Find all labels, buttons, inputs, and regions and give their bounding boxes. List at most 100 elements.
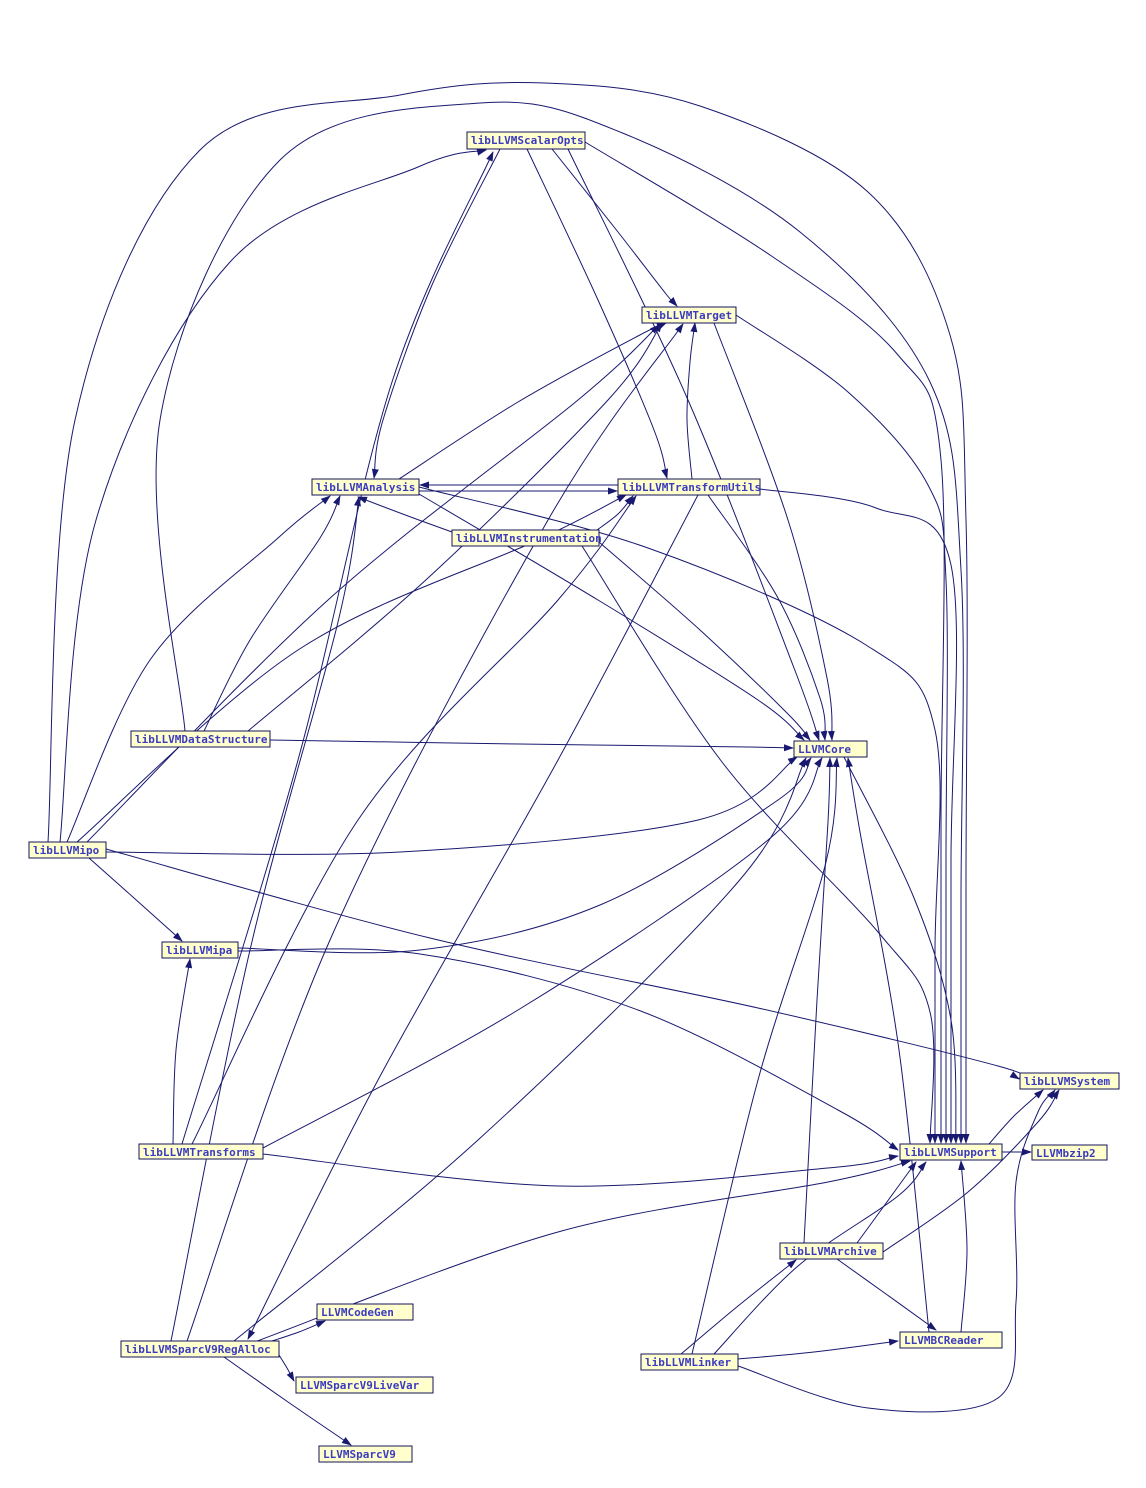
- graph-node-datastructure[interactable]: libLLVMDataStructure: [130, 730, 271, 748]
- edge-support-system: [988, 1089, 1044, 1145]
- graph-node-codegen[interactable]: LLVMCodeGen: [316, 1303, 414, 1321]
- edge-transforms-transformutils: [191, 495, 637, 1145]
- edge-layer: [47, 81, 1060, 1446]
- edge-ipo-target: [86, 324, 660, 843]
- graph-node-label-ipo: libLLVMipo: [33, 844, 100, 857]
- graph-node-label-regalloc: libLLVMSparcV9RegAlloc: [125, 1343, 271, 1356]
- graph-node-label-analysis: libLLVMAnalysis: [316, 481, 415, 494]
- graph-node-sparcv9[interactable]: LLVMSparcV9: [318, 1445, 413, 1463]
- graph-node-label-archive: libLLVMArchive: [784, 1245, 877, 1258]
- graph-node-label-ipa: libLLVMipa: [166, 944, 232, 957]
- graph-node-box-regalloc[interactable]: [120, 1340, 280, 1358]
- graph-node-label-transforms: libLLVMTransforms: [143, 1146, 256, 1159]
- graph-node-box-transformutils[interactable]: [617, 478, 761, 496]
- graph-node-box-analysis[interactable]: [311, 478, 420, 496]
- edge-target-core: [713, 322, 835, 741]
- edge-scalaropts-target: [551, 148, 678, 307]
- graph-node-label-codegen: LLVMCodeGen: [321, 1306, 394, 1319]
- graph-node-label-linker: libLLVMLinker: [645, 1356, 731, 1369]
- edge-scalaropts-support: [584, 141, 945, 1144]
- edge-instrumentation-support: [581, 545, 935, 1144]
- graph-node-box-transforms[interactable]: [138, 1143, 264, 1160]
- graph-node-box-archive[interactable]: [779, 1242, 884, 1260]
- graph-node-core[interactable]: LLVMCore: [793, 740, 868, 758]
- graph-node-label-target: libLLVMTarget: [646, 309, 732, 322]
- edge-ipo-system: [105, 848, 1025, 1080]
- edge-linker-bcreader: [737, 1338, 899, 1360]
- graph-node-box-instrumentation[interactable]: [451, 529, 600, 547]
- graph-node-box-support[interactable]: [899, 1143, 1003, 1161]
- edge-linker-archive: [680, 1259, 797, 1355]
- graph-node-box-ipa[interactable]: [161, 941, 239, 959]
- edge-ipo-scalaropts: [59, 148, 487, 843]
- graph-node-box-core[interactable]: [793, 740, 868, 758]
- edge-instrumentation-core: [598, 541, 811, 741]
- graph-node-box-bcreader[interactable]: [899, 1331, 1003, 1349]
- edge-datastructure-support: [155, 101, 965, 1144]
- edge-ipo-analysis: [66, 495, 331, 843]
- node-layer: libLLVMScalarOpts libLLVMTarget libLLVMAna…: [28, 131, 1120, 1463]
- graph-node-target[interactable]: libLLVMTarget: [641, 306, 737, 324]
- edge-bcreader-core: [845, 757, 930, 1333]
- edge-ipo-core: [105, 756, 798, 855]
- graph-node-label-support: libLLVMSupport: [904, 1146, 997, 1159]
- edge-ipo-support: [47, 81, 970, 1144]
- edge-archive-core: [803, 757, 834, 1244]
- edge-ipo-ipa: [88, 857, 183, 942]
- graph-node-box-datastructure[interactable]: [130, 730, 271, 748]
- edge-target-support: [735, 314, 950, 1144]
- graph-node-label-sparcv9: LLVMSparcV9: [323, 1448, 396, 1461]
- graph-node-ipa[interactable]: libLLVMipa: [161, 941, 239, 959]
- edge-regalloc-codegen: [271, 1320, 326, 1342]
- edge-regalloc-sparcv9: [223, 1356, 352, 1446]
- graph-node-linker[interactable]: libLLVMLinker: [640, 1353, 739, 1371]
- graph-node-box-codegen[interactable]: [316, 1303, 414, 1321]
- edge-ipa-support: [237, 948, 899, 1151]
- graph-node-instrumentation[interactable]: libLLVMInstrumentation: [451, 529, 602, 547]
- edge-ipo-transformutils: [76, 494, 627, 843]
- graph-node-label-scalaropts: libLLVMScalarOpts: [471, 134, 584, 147]
- graph-node-label-datastructure: libLLVMDataStructure: [135, 733, 268, 746]
- edge-transforms-ipa: [172, 958, 193, 1145]
- graph-node-label-system: libLLVMSystem: [1024, 1075, 1110, 1088]
- graph-node-bzip2[interactable]: LLVMbzip2: [1031, 1144, 1108, 1161]
- edge-transforms-core: [262, 757, 823, 1149]
- graph-node-livevar[interactable]: LLVMSparcV9LiveVar: [295, 1376, 434, 1394]
- edge-archive-support: [856, 1161, 917, 1244]
- graph-node-scalaropts[interactable]: libLLVMScalarOpts: [466, 131, 586, 150]
- graph-node-support[interactable]: libLLVMSupport: [899, 1143, 1003, 1161]
- graph-node-label-bzip2: LLVMbzip2: [1036, 1147, 1096, 1160]
- graph-node-label-bcreader: LLVMBCReader: [904, 1334, 984, 1347]
- graph-node-bcreader[interactable]: LLVMBCReader: [899, 1331, 1003, 1349]
- edge-transformutils-regalloc: [247, 494, 699, 1340]
- edge-analysis-support: [418, 486, 941, 1144]
- edge-datastructure-core: [269, 739, 794, 752]
- edge-regalloc-core: [233, 757, 807, 1342]
- graph-node-transformutils[interactable]: libLLVMTransformUtils: [617, 478, 761, 496]
- edge-regalloc-livevar: [278, 1354, 295, 1382]
- graph-node-box-system[interactable]: [1019, 1072, 1120, 1090]
- graph-node-box-ipo[interactable]: [28, 841, 107, 859]
- edge-archive-system: [882, 1089, 1060, 1253]
- graph-node-ipo[interactable]: libLLVMipo: [28, 841, 107, 859]
- edge-regalloc-target: [186, 323, 684, 1342]
- graph-node-box-linker[interactable]: [640, 1353, 739, 1371]
- graph-node-analysis[interactable]: libLLVMAnalysis: [311, 478, 420, 496]
- edge-ipa-core: [237, 757, 812, 954]
- graph-node-system[interactable]: libLLVMSystem: [1019, 1072, 1120, 1090]
- graph-node-box-bzip2[interactable]: [1031, 1144, 1108, 1161]
- graph-node-regalloc[interactable]: libLLVMSparcV9RegAlloc: [120, 1340, 280, 1358]
- edge-archive-bcreader: [836, 1258, 937, 1331]
- edge-regalloc-support: [256, 1159, 911, 1342]
- edge-transformutils-core: [707, 494, 828, 741]
- graph-node-label-livevar: LLVMSparcV9LiveVar: [300, 1379, 420, 1392]
- graph-node-box-livevar[interactable]: [295, 1376, 434, 1394]
- edge-scalaropts-core: [567, 148, 820, 741]
- graph-node-box-sparcv9[interactable]: [318, 1445, 413, 1463]
- graph-node-transforms[interactable]: libLLVMTransforms: [138, 1143, 264, 1160]
- graph-node-box-scalaropts[interactable]: [466, 131, 586, 150]
- edge-transforms-support: [262, 1153, 899, 1187]
- graph-node-box-target[interactable]: [641, 306, 737, 324]
- graph-node-archive[interactable]: libLLVMArchive: [779, 1242, 884, 1260]
